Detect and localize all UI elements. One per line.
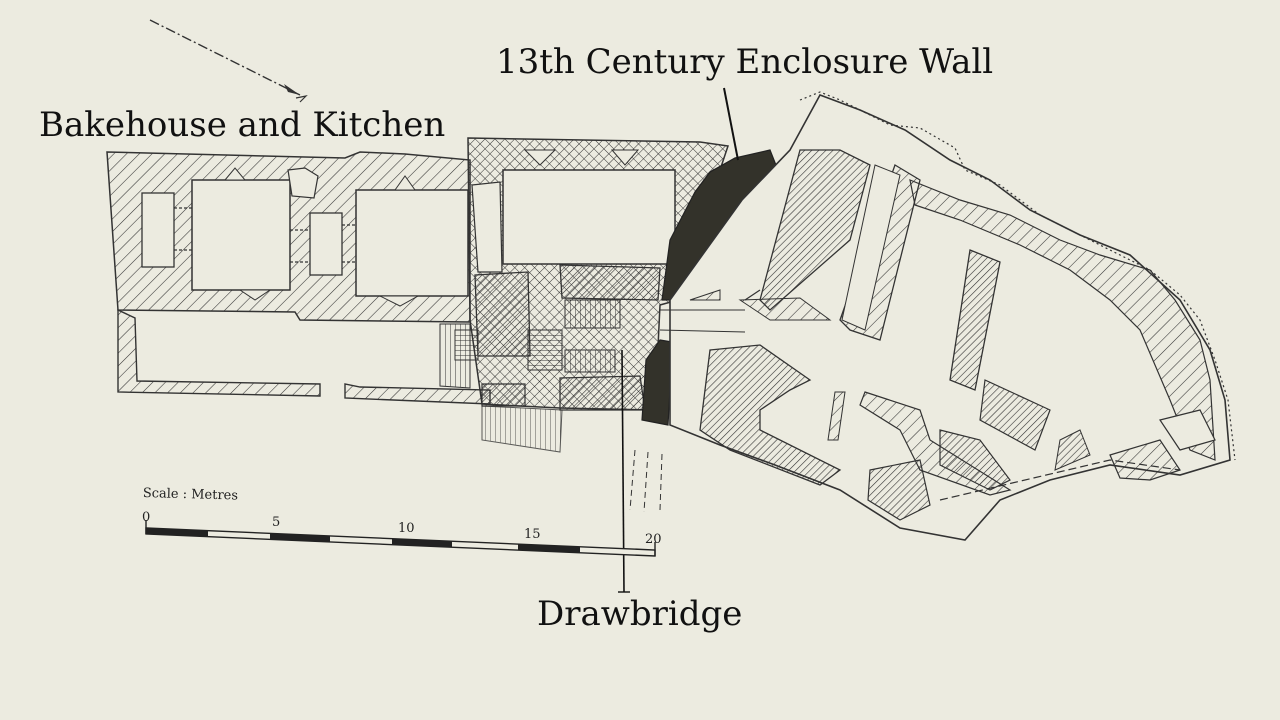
gatehouse-range bbox=[467, 137, 729, 513]
bakehouse-kitchen-label: Bakehouse and Kitchen bbox=[39, 105, 446, 145]
outer-court bbox=[117, 308, 491, 405]
scale-bar bbox=[145, 520, 656, 557]
north-arrow-icon bbox=[149, 19, 308, 103]
scale-title: Scale : Metres bbox=[142, 486, 239, 504]
scale-tick-label: 0 bbox=[142, 510, 151, 525]
scale-tick-label: 5 bbox=[272, 515, 281, 530]
inner-ward bbox=[659, 91, 1236, 541]
scale-tick-label: 10 bbox=[398, 521, 415, 536]
scale-tick-label: 15 bbox=[524, 527, 541, 542]
scale-tick-label: 20 bbox=[645, 532, 662, 547]
enclosure-wall-label: 13th Century Enclosure Wall bbox=[496, 42, 994, 82]
bakehouse-kitchen-block bbox=[106, 151, 471, 323]
enclosure-wall-leader-line bbox=[723, 87, 739, 161]
drawbridge-label: Drawbridge bbox=[537, 594, 743, 634]
